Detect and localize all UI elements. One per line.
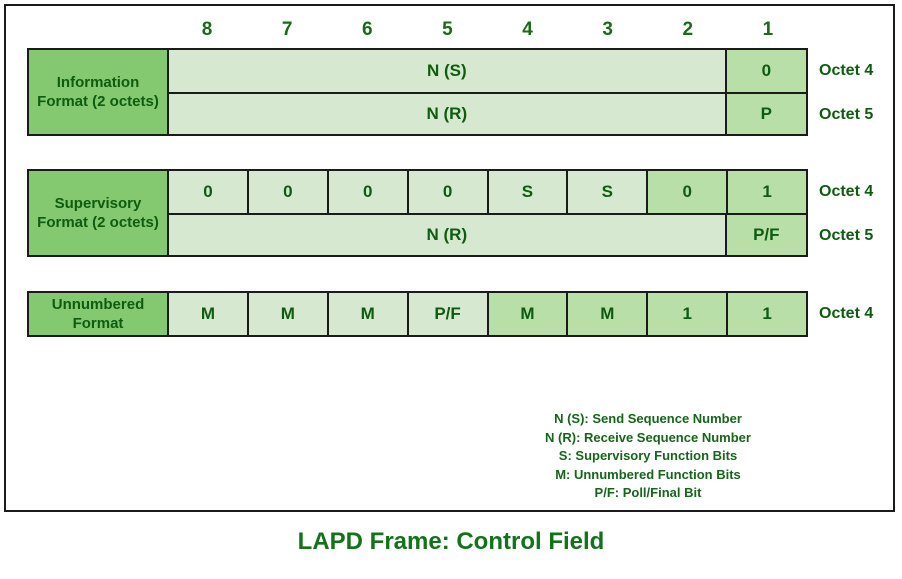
bit-cell: M	[566, 293, 647, 335]
bit-cell: 1	[646, 293, 727, 335]
bit-cell: P	[724, 94, 806, 134]
bit-number-1: 1	[762, 19, 774, 40]
bit-cell: 0	[406, 171, 487, 213]
bit-cell: 0	[326, 171, 407, 213]
bit-cell: S	[566, 171, 647, 213]
bit-cell: 0	[169, 171, 247, 213]
bit-cell: N (R)	[169, 215, 725, 255]
bit-cell: 0	[246, 171, 327, 213]
bit-number-3: 3	[602, 19, 613, 40]
unnumbered-format-label: Unnumbered Format	[29, 293, 169, 335]
page-title: LAPD Frame: Control Field	[297, 528, 605, 555]
legend-item: N (S): Send Sequence Number	[554, 411, 742, 426]
bit-cell: N (S)	[169, 50, 725, 92]
information-format-label: Information Format (2 octets)	[29, 50, 169, 134]
bit-cell: M	[246, 293, 327, 335]
bit-number-5: 5	[442, 19, 453, 40]
bit-number-4: 4	[522, 19, 533, 40]
bit-cell: M	[326, 293, 407, 335]
bit-number-8: 8	[201, 19, 213, 40]
bit-cell: 1	[726, 171, 806, 213]
supervisory-format-label: Supervisory Format (2 octets)	[29, 171, 169, 255]
legend: N (S): Send Sequence Number N (R): Receiv…	[498, 410, 798, 503]
bit-cell: M	[169, 293, 247, 335]
bit-number-header: 8 7 6 5 4 3 2 1	[167, 16, 808, 44]
bit-cell: S	[486, 171, 567, 213]
bit-cell: 1	[726, 293, 806, 335]
bit-cell: N (R)	[169, 94, 725, 134]
bit-cell: 0	[646, 171, 727, 213]
bit-cell: 0	[724, 50, 806, 92]
octet-caption: Octet 5	[819, 227, 874, 244]
octet-caption: Octet 4	[819, 183, 874, 200]
bit-number-2: 2	[682, 19, 694, 40]
octet-caption: Octet 4	[819, 62, 874, 79]
legend-item: P/F: Poll/Final Bit	[594, 485, 702, 500]
table-row: N (S)0	[169, 50, 806, 92]
legend-item: S: Supervisory Function Bits	[558, 448, 738, 463]
table-row: N (R)P/F	[169, 213, 806, 255]
bit-cell: P/F	[406, 293, 487, 335]
legend-item: N (R): Receive Sequence Number	[545, 429, 751, 445]
bit-cell: P/F	[724, 215, 806, 255]
octet-caption: Octet 4	[819, 305, 874, 322]
bit-number-6: 6	[362, 19, 373, 40]
table-row: N (R)P	[169, 92, 806, 134]
bit-number-7: 7	[281, 19, 293, 40]
bit-cell: M	[486, 293, 567, 335]
diagram-frame: 8 7 6 5 4 3 2 1 Octet 4 Octet 5 Information Forma…	[4, 4, 895, 512]
legend-item: M: Unnumbered Function Bits	[555, 466, 741, 482]
octet-caption: Octet 5	[819, 106, 874, 123]
